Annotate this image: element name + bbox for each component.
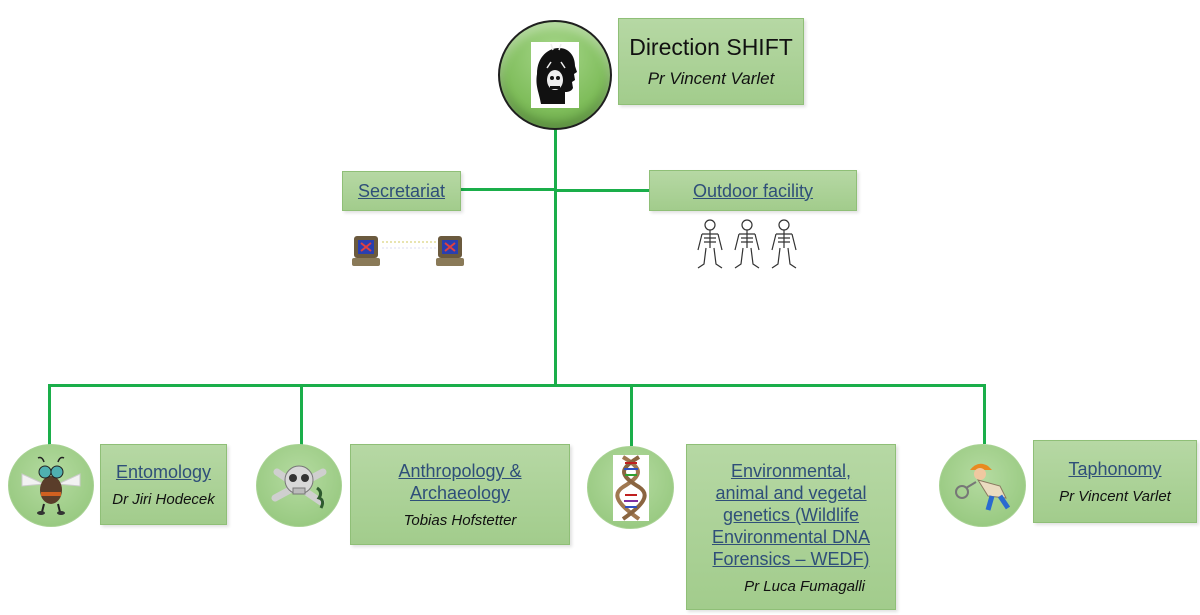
anthropology-emblem	[256, 444, 342, 527]
taphonomy-emblem	[939, 444, 1026, 527]
computers-network-icon	[352, 232, 470, 272]
skull-bones-icon	[269, 458, 329, 514]
forensic-head-icon	[531, 42, 579, 108]
genetics-box[interactable]: Environmental, animal and vegetal geneti…	[686, 444, 896, 610]
connector-taphonomy	[983, 386, 986, 444]
genetics-emblem	[587, 446, 674, 529]
taphonomy-person: Pr Vincent Varlet	[1059, 488, 1171, 505]
entomology-link[interactable]: Entomology	[115, 462, 212, 482]
director-title: Direction SHIFT	[629, 34, 793, 60]
fly-icon	[16, 456, 86, 516]
connector-genetics	[630, 386, 633, 446]
entomology-box[interactable]: Entomology Dr Jiri Hodecek	[100, 444, 227, 525]
dna-icon	[612, 454, 649, 521]
anthropology-box[interactable]: Anthropology & Archaeology Tobias Hofste…	[350, 444, 570, 545]
connector-entomology	[48, 384, 51, 446]
entomology-emblem	[8, 444, 94, 527]
detective-icon	[948, 456, 1018, 516]
connector-anthropology	[300, 385, 303, 446]
director-person: Pr Vincent Varlet	[647, 69, 775, 88]
taphonomy-box[interactable]: Taphonomy Pr Vincent Varlet	[1033, 440, 1197, 523]
connector-outdoor	[556, 189, 649, 192]
outdoor-facility-box[interactable]: Outdoor facility	[649, 170, 857, 211]
entomology-person: Dr Jiri Hodecek	[112, 491, 215, 508]
connector-secretariat	[461, 188, 556, 191]
anthropology-link[interactable]: Anthropology & Archaeology	[398, 461, 522, 503]
connector-departments-horizontal	[48, 384, 986, 387]
taphonomy-link[interactable]: Taphonomy	[1068, 459, 1162, 479]
outdoor-facility-link[interactable]: Outdoor facility	[692, 180, 814, 201]
director-box: Direction SHIFT Pr Vincent Varlet	[618, 18, 804, 105]
anthropology-person: Tobias Hofstetter	[403, 512, 517, 529]
secretariat-box[interactable]: Secretariat	[342, 171, 461, 211]
director-emblem	[498, 20, 612, 130]
connector-main-vertical	[554, 126, 557, 385]
secretariat-link[interactable]: Secretariat	[357, 181, 446, 201]
skeletons-icon	[692, 218, 804, 272]
genetics-link[interactable]: Environmental, animal and vegetal geneti…	[711, 460, 871, 569]
genetics-person: Pr Luca Fumagalli	[744, 577, 865, 595]
